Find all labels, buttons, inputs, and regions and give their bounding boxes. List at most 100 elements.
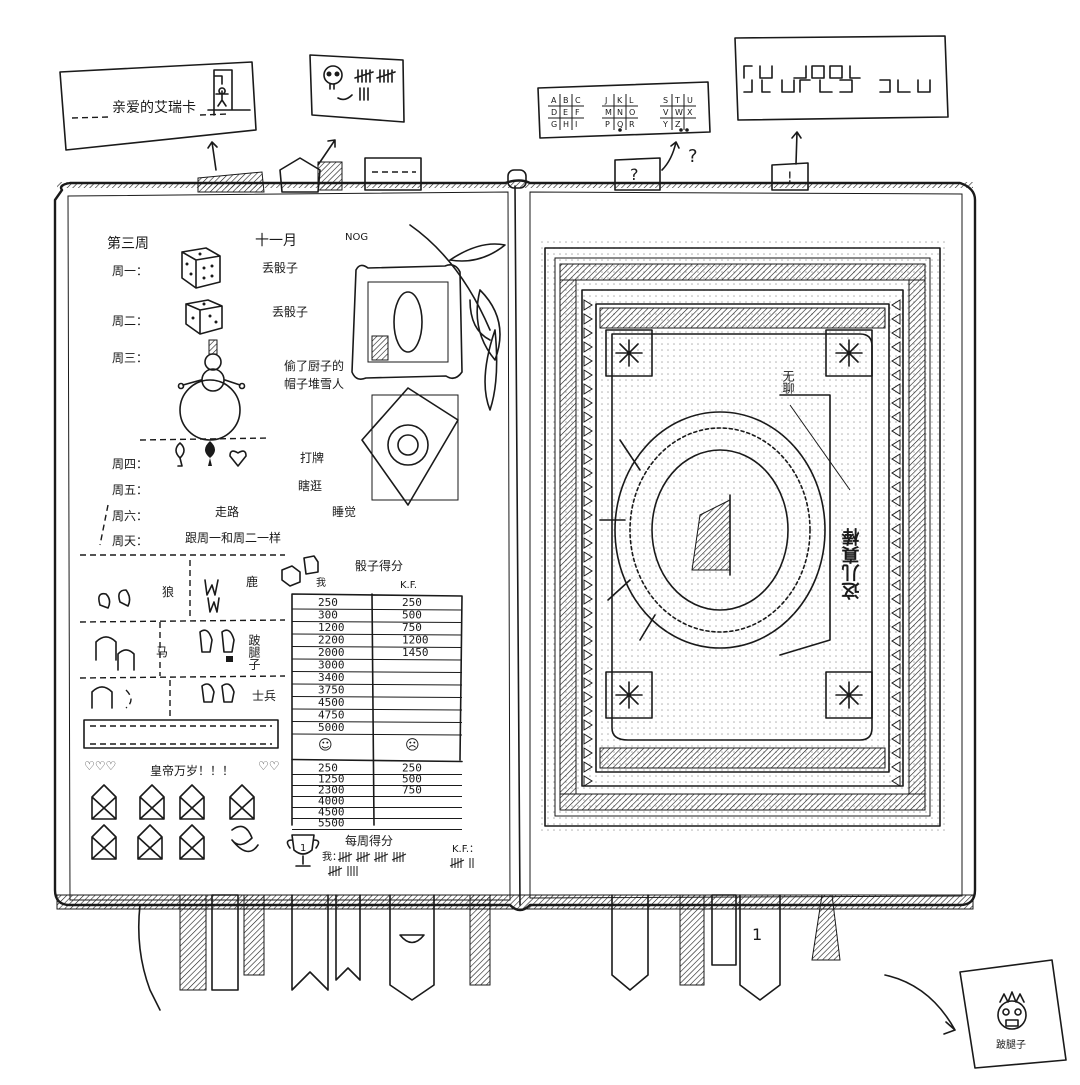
envelopes: [91, 784, 259, 860]
arrow-icon: [661, 141, 680, 171]
track-label-horse: 马: [156, 645, 168, 659]
smiley-icon: ☺: [318, 738, 333, 754]
cipher-letter: X: [687, 108, 693, 117]
envelope-icon: [91, 784, 117, 820]
skull-tally-card: [309, 54, 405, 166]
score-cell-me: 5500: [318, 817, 345, 830]
cipher-letter: W: [675, 108, 683, 117]
dice-icon: [181, 247, 221, 289]
dice-icon: [281, 555, 319, 587]
score-col-me: 我: [316, 577, 326, 589]
score-cell-kf: 1450: [402, 646, 429, 659]
hearts-icon: ♡♡: [258, 759, 280, 773]
score-cell-me: 4000: [318, 795, 345, 808]
bookmark-number: 1: [752, 925, 762, 944]
snowflake-corner-icons: [605, 329, 873, 719]
frown-icon: ☹: [405, 738, 420, 754]
day-activity: 偷了厨子的: [284, 358, 344, 373]
animal-tracks-grid: 狼 鹿 马 跛腿子 士兵: [79, 554, 286, 749]
snowman-icon: [139, 339, 271, 441]
pigpen-secret-message-card: [734, 35, 949, 165]
heart-icon: [229, 450, 247, 467]
score-cell-me: 3750: [318, 684, 345, 697]
cipher-letter: J: [604, 96, 607, 105]
cipher-letter: Q: [617, 120, 623, 129]
weekly-score: 1 每周得分 我： K.F.：: [286, 833, 479, 876]
question-tab: [614, 157, 661, 191]
tally-mark: [327, 867, 343, 875]
cipher-letter: Z: [675, 120, 681, 129]
cheer-text: 皇帝万岁！！！: [150, 763, 234, 778]
score-cell-me: 1200: [318, 621, 345, 634]
cipher-letter: S: [663, 96, 668, 105]
exclaim-tab: [771, 162, 809, 191]
exclaim-tab-label: !: [787, 170, 793, 186]
month-note: NOG: [345, 232, 368, 243]
score-cell-me: 5000: [318, 721, 345, 734]
carpet-caption: 这儿真棒: [841, 527, 863, 601]
cipher-letter: V: [663, 108, 669, 117]
lame-man-label: 跛腿子: [996, 1038, 1026, 1051]
score-col-kf: K.F.: [400, 580, 417, 591]
horse-track-icon: [95, 636, 135, 671]
score-cell-kf: 250: [402, 596, 422, 609]
cipher-letter: C: [575, 96, 581, 105]
cipher-letter: R: [629, 120, 635, 129]
cipher-letter: N: [617, 108, 623, 117]
tally-mark: [449, 859, 465, 867]
cipher-letter: H: [563, 120, 569, 129]
month-title: 十一月: [255, 233, 297, 249]
score-cell-me: 3400: [318, 671, 345, 684]
wolf-track-icon: [98, 589, 131, 609]
track-label-wolf: 狼: [162, 584, 174, 599]
cipher-letter: F: [575, 108, 580, 117]
day-activity-2: 睡觉: [332, 505, 356, 519]
cipher-letter: O: [629, 108, 635, 117]
day-activity: 丢骰子: [272, 305, 308, 319]
leaf-branch: [409, 224, 506, 411]
arrow-icon: [791, 131, 802, 165]
weekly-kf-label: K.F.：: [452, 844, 479, 855]
score-table-title: 骰子得分: [355, 558, 403, 573]
correction-note: 无聊: [781, 370, 795, 395]
envelope-icon: [139, 784, 165, 820]
day-label: 周五：: [112, 483, 148, 497]
cipher-letter: Y: [662, 120, 668, 129]
cipher-letter: I: [575, 120, 577, 129]
soldier-track-icon: [201, 683, 235, 703]
pigpen-message-glyphs: [743, 65, 931, 93]
weekly-me-label: 我：: [322, 851, 342, 863]
day-label: 周一：: [112, 264, 148, 278]
score-cell-kf: 750: [402, 621, 422, 634]
arrow-icon: [207, 141, 218, 171]
tally-marks: [327, 852, 474, 876]
day-activity-2: 帽子堆雪人: [284, 376, 344, 391]
tally-mark: [373, 853, 389, 861]
score-cell-kf: 1200: [402, 634, 429, 647]
envelope-icon: [179, 824, 205, 860]
score-cell-me: 4500: [318, 806, 345, 819]
tally-mark: [355, 853, 371, 861]
track-label-lame: 跛腿子: [247, 633, 261, 670]
notebook: ? !: [53, 157, 977, 912]
tally-marks: [354, 69, 396, 101]
score-cell-me: 250: [318, 762, 338, 775]
decorative-stamps: [351, 224, 506, 506]
day-activity: 走路: [215, 504, 239, 519]
card-suits-icons: [175, 441, 247, 467]
hangman-card-text: 亲爱的艾瑞卡: [112, 100, 196, 116]
score-cell-me: 2300: [318, 784, 345, 797]
score-cell-me: 1250: [318, 773, 345, 786]
week-title: 第三周: [107, 235, 149, 252]
right-page-carpet: 无聊 这儿真棒: [538, 240, 946, 832]
score-cell-kf: 750: [402, 784, 422, 797]
bookmark-tab: [197, 171, 265, 193]
cipher-letter: K: [617, 96, 623, 105]
score-cell-kf: 500: [402, 773, 422, 786]
left-page: 第三周 十一月 NOG 周一：丢骰子周二：丢骰子周三：偷了厨子的帽子堆雪人周四：…: [79, 224, 506, 876]
gallows-icon: [207, 69, 251, 116]
day-activity: 跟周一和周二一样: [185, 530, 281, 545]
tally-mark: [337, 853, 353, 861]
